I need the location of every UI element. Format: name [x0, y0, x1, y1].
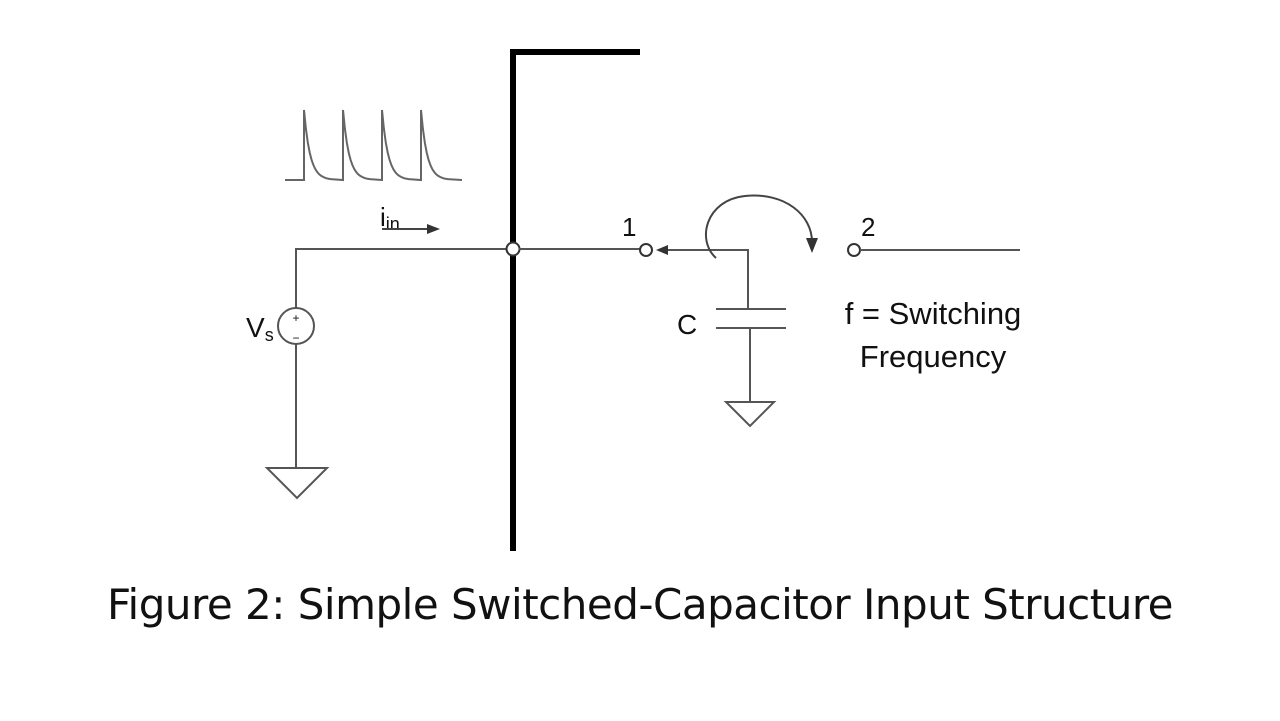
pin-node — [505, 241, 521, 257]
frequency-label-line2: Frequency — [860, 339, 1007, 374]
current-pulse-trace — [285, 109, 463, 182]
source-label: Vs — [246, 312, 274, 345]
chip-boundary — [510, 49, 640, 551]
current-arrow-head-icon — [427, 224, 440, 234]
source-minus-sign: − — [292, 331, 299, 345]
node-1-label: 1 — [622, 212, 636, 242]
capacitor-label: C — [677, 309, 697, 340]
ground-icon — [264, 467, 330, 500]
figure-caption: Figure 2: Simple Switched-Capacitor Inpu… — [106, 580, 1174, 629]
capacitor-icon — [716, 308, 786, 329]
switch-arm — [664, 249, 749, 308]
switch-terminal-2 — [847, 243, 861, 257]
node-2-label: 2 — [861, 212, 875, 242]
input-wire — [295, 248, 507, 308]
switch-terminal-1 — [639, 243, 653, 257]
switching-arc-head-icon — [806, 238, 818, 253]
ground-icon — [723, 401, 777, 428]
switching-arc — [705, 194, 813, 259]
source-plus-sign: + — [292, 311, 299, 325]
current-waveform — [285, 109, 463, 182]
switch-arrow-head-icon — [656, 245, 668, 255]
frequency-label-line1: f = Switching — [845, 296, 1022, 331]
voltage-source: + − — [277, 307, 315, 345]
